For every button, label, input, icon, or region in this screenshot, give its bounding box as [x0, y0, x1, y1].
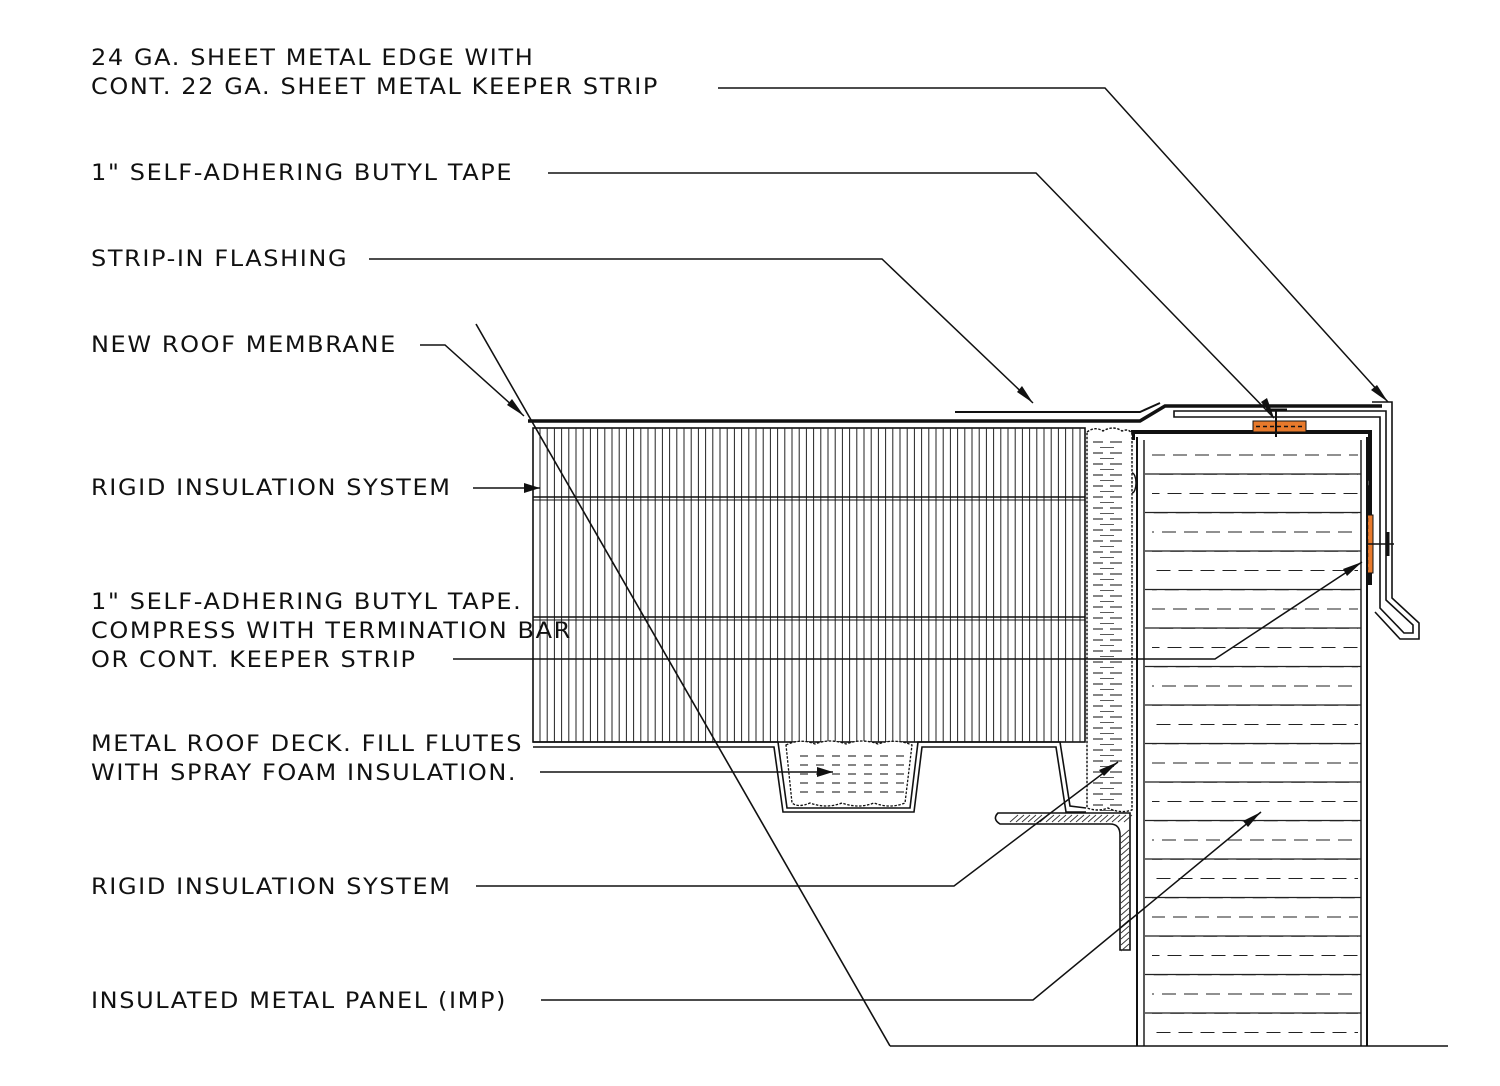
leader-butyl-tape-side — [453, 561, 1363, 660]
label-sheet-metal-edge-line1: 24 GA. SHEET METAL EDGE WITH — [91, 45, 535, 71]
label-butyl-tape-side-line3: OR CONT. KEEPER STRIP — [91, 647, 417, 673]
steel-angle — [994, 812, 1133, 952]
label-butyl-tape-top: 1" SELF-ADHERING BUTYL TAPE — [91, 160, 514, 186]
label-metal-roof-deck-line2: WITH SPRAY FOAM INSULATION. — [91, 760, 518, 786]
break-line — [475, 323, 1448, 1047]
leader-new-roof-membrane — [420, 344, 525, 417]
leader-strip-in-flashing — [369, 258, 1034, 404]
metal-roof-deck — [533, 741, 1087, 813]
spray-foam-column — [1086, 427, 1133, 813]
leader-insulated-metal-panel — [541, 811, 1262, 1001]
label-insulated-metal-panel: INSULATED METAL PANEL (IMP) — [91, 988, 507, 1014]
label-butyl-tape-side-line2: COMPRESS WITH TERMINATION BAR — [91, 618, 572, 644]
leader-sheet-metal-edge — [718, 87, 1389, 403]
leader-rigid-insulation-lower — [476, 761, 1119, 887]
leader-lines — [369, 87, 1389, 1001]
label-rigid-insulation-upper: RIGID INSULATION SYSTEM — [91, 475, 452, 501]
butyl-tape-top — [1252, 420, 1307, 433]
label-sheet-metal-edge-line2: CONT. 22 GA. SHEET METAL KEEPER STRIP — [91, 74, 660, 100]
label-rigid-insulation-lower: RIGID INSULATION SYSTEM — [91, 874, 452, 900]
leader-arrowheads — [507, 385, 1388, 827]
rigid-insulation-block — [532, 427, 1086, 743]
label-strip-in-flashing: STRIP-IN FLASHING — [91, 246, 349, 272]
roof-membrane — [528, 402, 1382, 423]
label-new-roof-membrane: NEW ROOF MEMBRANE — [91, 332, 397, 358]
leader-butyl-tape-top — [548, 172, 1275, 419]
flute-spray-foam — [785, 740, 913, 807]
insulated-metal-panel — [1136, 437, 1368, 1047]
label-metal-roof-deck-line1: METAL ROOF DECK. FILL FLUTES — [91, 731, 524, 757]
label-butyl-tape-side-line1: 1" SELF-ADHERING BUTYL TAPE. — [91, 589, 523, 615]
